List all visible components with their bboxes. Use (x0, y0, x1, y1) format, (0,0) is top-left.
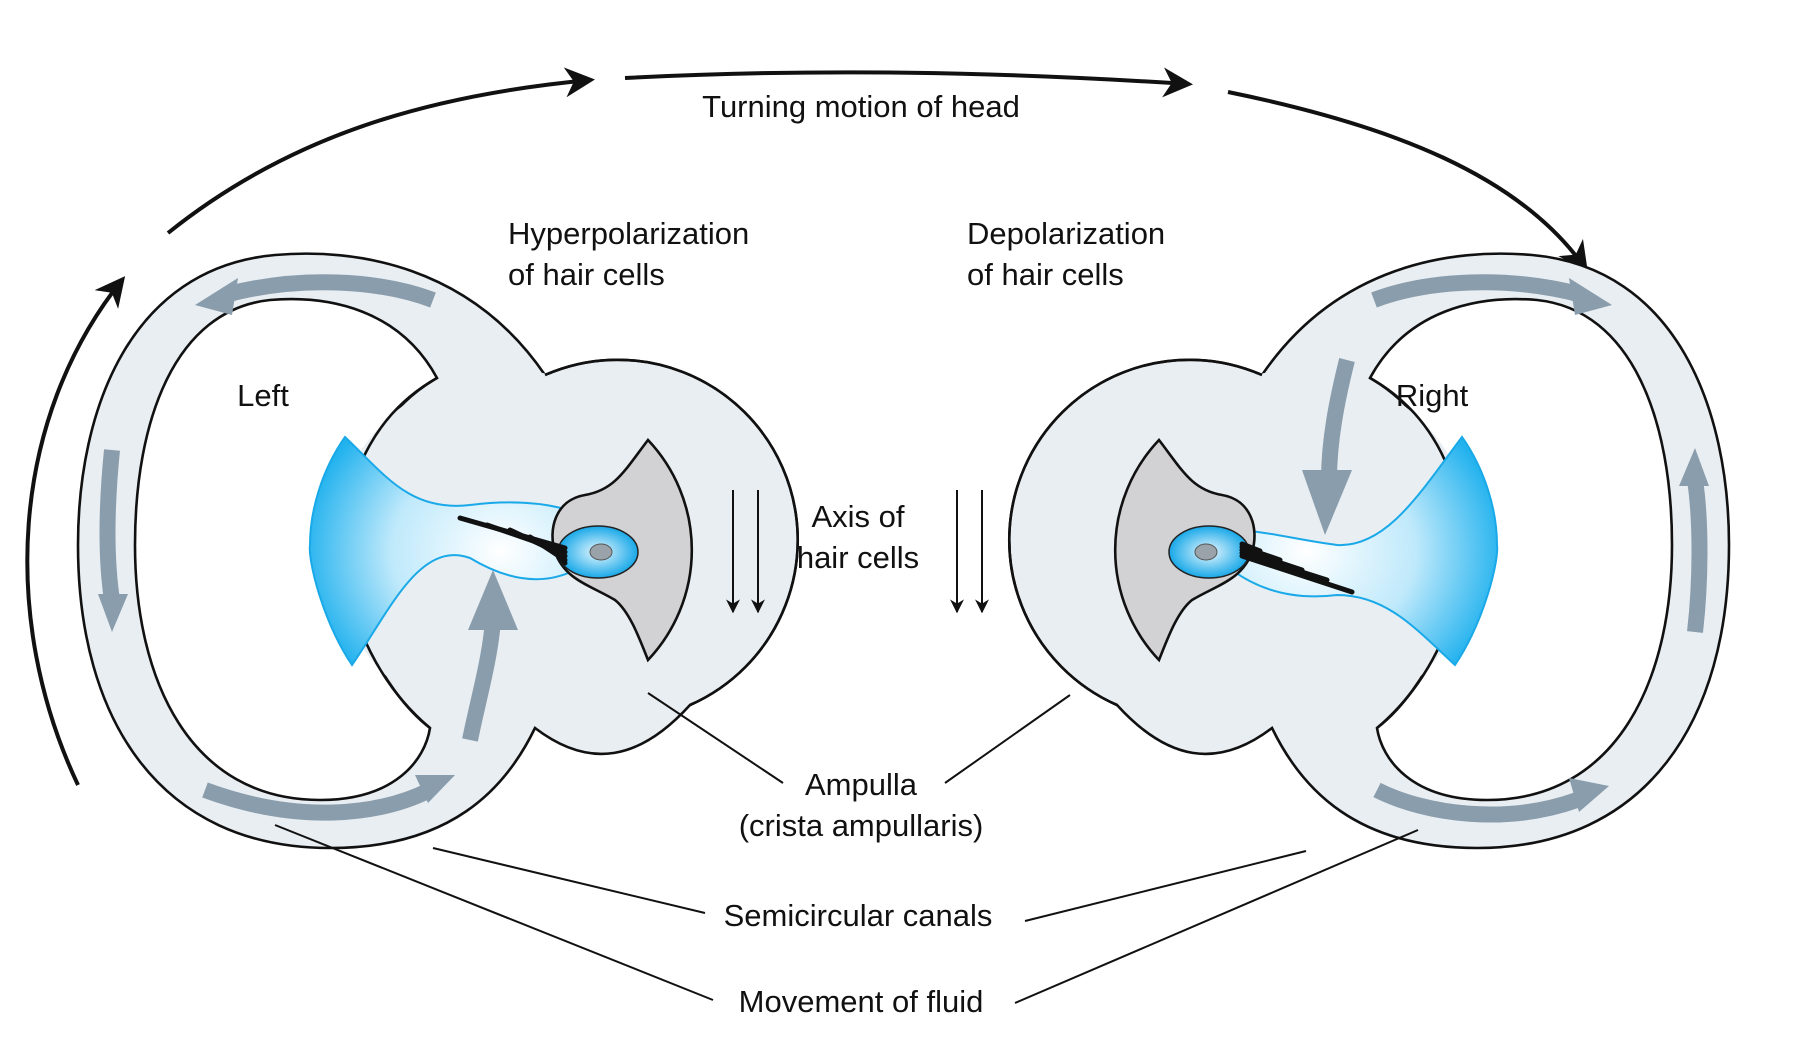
right-semicircular-canal (1007, 252, 1731, 850)
hyperpolarization-label-line1: Hyperpolarization (508, 216, 749, 251)
axis-arrows-right (950, 490, 989, 614)
right-fluid-arrow-bottom (1373, 782, 1580, 823)
turning-motion-label: Turning motion of head (702, 89, 1020, 124)
left-fluid-arrow-bottom (202, 782, 434, 821)
semicircular-canals-label: Semicircular canals (724, 898, 993, 933)
right-cupula (1231, 435, 1499, 667)
left-fluid-arrowhead-side (98, 594, 128, 632)
left-label: Left (237, 378, 289, 413)
left-hair-cell-nucleus (589, 543, 613, 561)
right-ampulla-outer-edge (1007, 358, 1263, 707)
motion-arc-left-lower (25, 276, 126, 786)
left-semicircular-canal (76, 252, 800, 850)
ampulla-label-line2: (crista ampullaris) (739, 808, 984, 843)
right-hair-cell-nucleus (1194, 543, 1218, 561)
axis-arrows-left (726, 490, 765, 614)
right-fluid-arrowhead-down (1302, 470, 1352, 535)
motion-arc-top-right (1227, 90, 1588, 273)
left-fluid-arrow-side (99, 449, 120, 602)
right-fluid-arrows (1302, 274, 1709, 823)
right-stereocilia (1239, 541, 1355, 595)
left-fluid-arrows (98, 274, 518, 821)
right-fluid-arrowhead-bottom (1569, 778, 1609, 812)
semicircular-canals-leader-lines (432, 847, 1307, 922)
depolarization-label-line1: Depolarization (967, 216, 1165, 251)
right-fluid-arrowhead-top (1569, 278, 1612, 315)
motion-arc-top-middle (624, 67, 1193, 98)
movement-of-fluid-leader-lines (274, 824, 1419, 1004)
left-fluid-arrow-up (462, 619, 501, 742)
right-fluid-arrowhead-side (1679, 448, 1709, 486)
left-fluid-arrow-top (222, 274, 436, 308)
left-stereocilia (457, 515, 568, 566)
right-fluid-arrow-side (1687, 478, 1708, 633)
ampulla-label-line1: Ampulla (805, 767, 918, 802)
axis-label-line1: Axis of (811, 499, 904, 534)
left-cupula (308, 435, 576, 667)
left-ampulla-outer-edge (544, 358, 800, 707)
left-fluid-arrowhead-up (468, 570, 518, 630)
ampulla-leader-lines (647, 692, 1071, 784)
left-fluid-arrowhead-top (195, 278, 238, 315)
right-fluid-arrow-down (1321, 358, 1355, 481)
axis-label-line2: hair cells (797, 540, 919, 575)
motion-arc-top-left (166, 67, 595, 235)
movement-of-fluid-label: Movement of fluid (739, 984, 984, 1019)
left-fluid-arrowhead-bottom (415, 775, 455, 803)
right-label: Right (1396, 378, 1469, 413)
hyperpolarization-label-line2: of hair cells (508, 257, 665, 292)
depolarization-label-line2: of hair cells (967, 257, 1124, 292)
right-fluid-arrow-top (1371, 274, 1585, 308)
